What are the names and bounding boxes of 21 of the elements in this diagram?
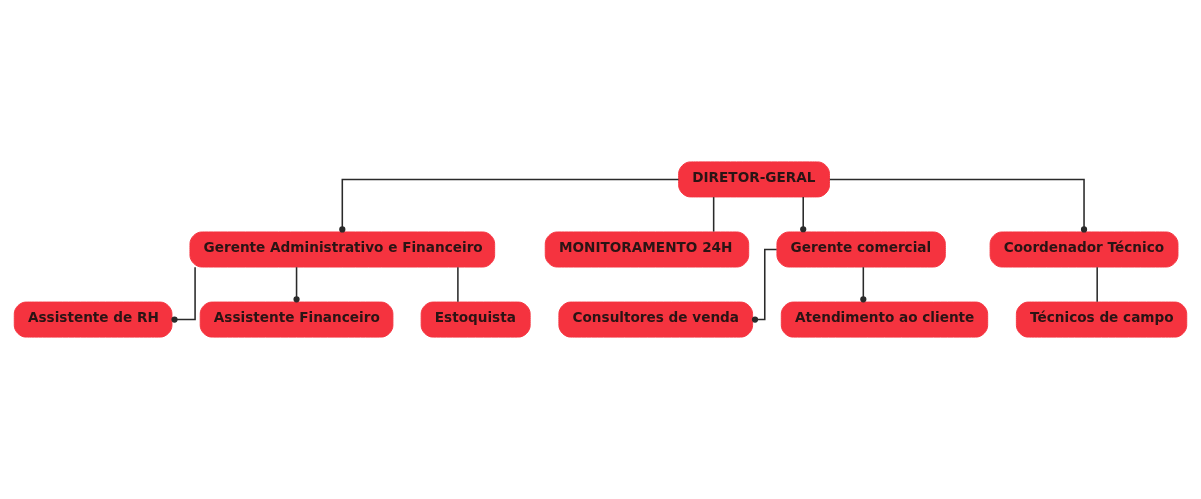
connector <box>1096 266 1098 303</box>
node-box: MONITORAMENTO 24H <box>544 231 750 268</box>
node-box: Consultores de venda <box>558 301 754 338</box>
connector <box>712 196 715 233</box>
node-box: Coordenador Técnico <box>989 231 1179 268</box>
node-box: Gerente comercial <box>776 231 946 268</box>
connector <box>751 248 778 323</box>
connector <box>457 266 459 303</box>
connector <box>829 178 1088 233</box>
node-box: DIRETOR-GERAL <box>678 161 830 198</box>
node-box: Técnicos de campo <box>1015 301 1188 338</box>
connector <box>339 178 680 233</box>
connector <box>293 266 300 303</box>
node-box: Estoquista <box>420 301 531 338</box>
node-box: Gerente Administrativo e Financeiro <box>189 231 496 268</box>
connector <box>171 266 196 323</box>
node-box: Assistente de RH <box>13 301 173 338</box>
node-box: Atendimento ao cliente <box>780 301 989 338</box>
node-box: Assistente Financeiro <box>199 301 394 338</box>
connector <box>800 196 807 233</box>
connector <box>860 266 867 303</box>
